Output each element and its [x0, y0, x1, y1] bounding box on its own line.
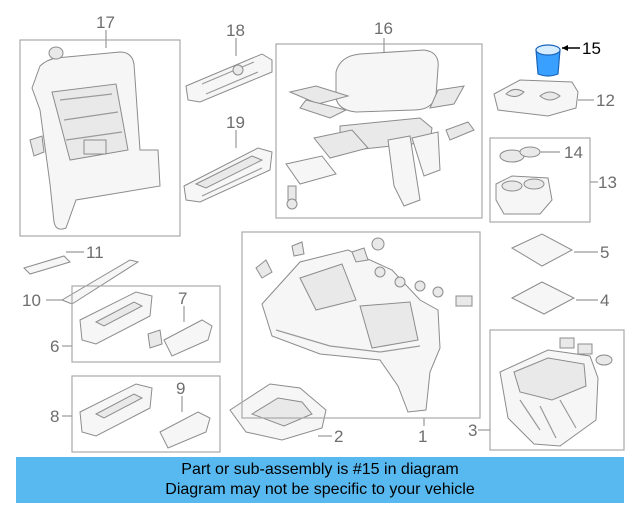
part-15-cup-holder-insert: 15	[535, 39, 601, 77]
callout-9: 9	[176, 379, 185, 398]
part-18-trim-strip: 18	[185, 21, 273, 103]
callout-11: 11	[86, 243, 104, 262]
callout-14: 14	[564, 143, 583, 162]
callout-18: 18	[226, 21, 245, 40]
callout-12: 12	[596, 91, 615, 110]
callout-1: 1	[418, 427, 427, 446]
callout-15: 15	[582, 39, 601, 58]
part-8-lower-panel: 9 8	[50, 375, 221, 453]
callout-8: 8	[50, 407, 59, 426]
part-6-switch-panel: 7 6	[50, 285, 221, 363]
banner-line-2: Diagram may not be specific to your vehi…	[165, 481, 475, 498]
part-12-cup-holder-tray: 12	[493, 79, 615, 117]
part-2-bracket: 2	[229, 383, 343, 446]
part-17-rear-trim-panel: 17	[19, 13, 181, 237]
callout-3: 3	[468, 421, 477, 440]
info-banner: Part or sub-assembly is #15 in diagram D…	[16, 457, 624, 503]
callout-17: 17	[96, 13, 115, 32]
part-4-pad: 4	[510, 281, 609, 315]
callout-6: 6	[50, 337, 59, 356]
callout-19: 19	[226, 113, 245, 132]
banner-line-1: Part or sub-assembly is #15 in diagram	[181, 461, 459, 478]
part-13-14-cup-holder: 14 13	[489, 137, 617, 223]
callout-13: 13	[598, 173, 617, 192]
part-5-pad: 5	[510, 233, 609, 267]
callout-16: 16	[374, 19, 393, 38]
part-19-storage-tray: 19	[183, 113, 273, 203]
part-11-strip: 11	[23, 243, 104, 275]
part-16-armrest-assembly: 16	[275, 19, 483, 219]
part-10-long-trim: 10	[22, 259, 140, 310]
part-1-console-body: 1	[241, 231, 481, 446]
callout-7: 7	[178, 289, 187, 308]
part-3-storage-bin: 3	[468, 329, 625, 451]
callout-2: 2	[334, 427, 343, 446]
callout-4: 4	[600, 291, 609, 310]
callout-10: 10	[22, 291, 41, 310]
callout-5: 5	[600, 243, 609, 262]
